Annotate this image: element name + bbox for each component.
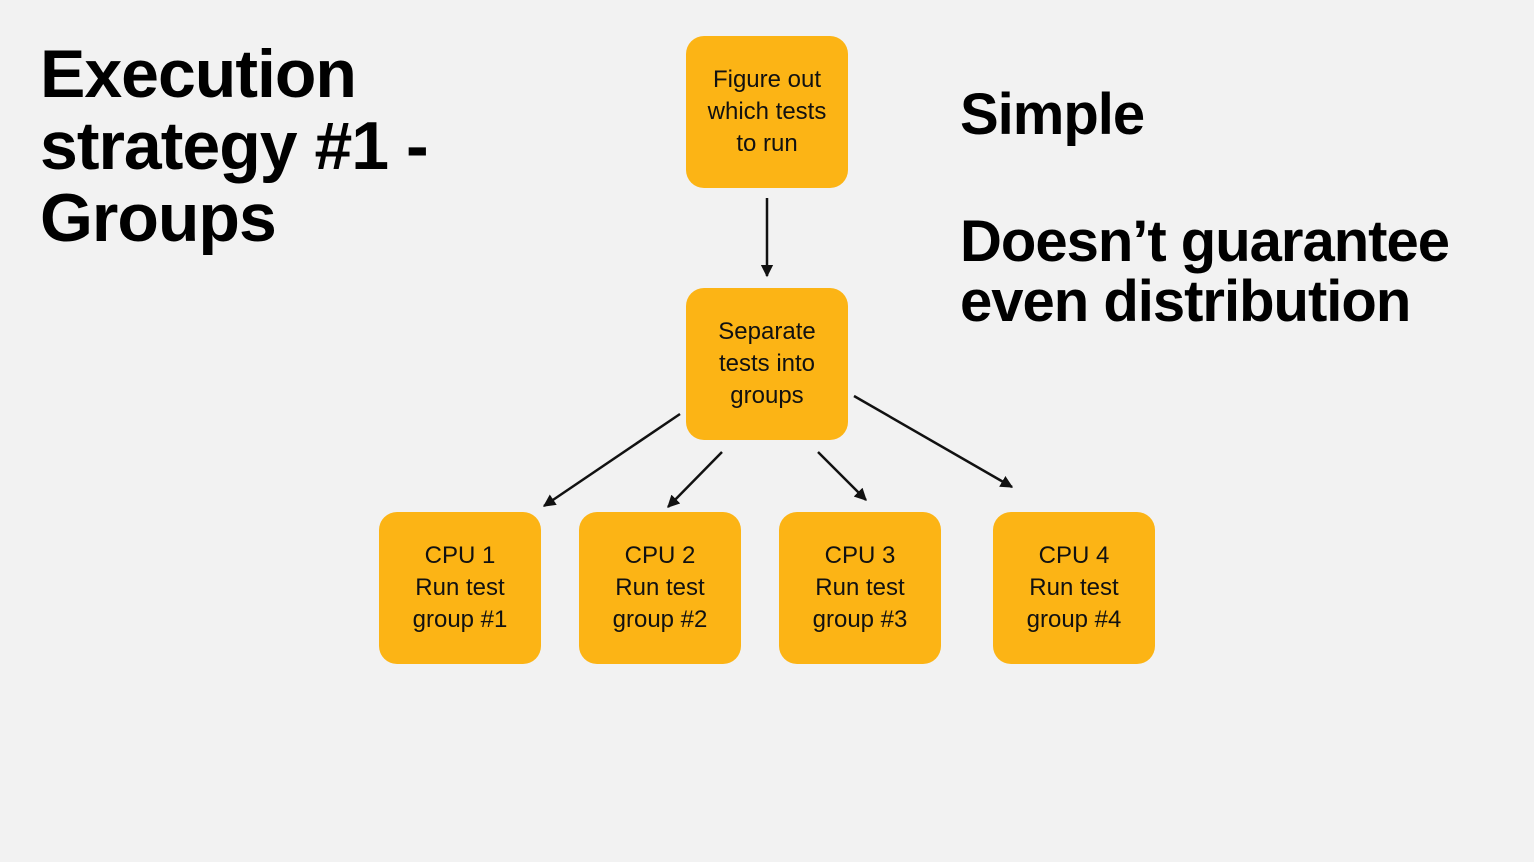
node-line: group #3 [812, 606, 908, 633]
point-line: Simple [960, 82, 1145, 147]
node-line: group #1 [412, 606, 508, 633]
edge-split-to-cpu1 [542, 412, 681, 508]
point-simple: Simple [960, 82, 1145, 148]
node-line: which tests [707, 98, 827, 125]
node-line: Run test [815, 574, 905, 601]
node-line: to run [736, 130, 798, 157]
node-cpu-1: CPU 1 Run test group #1 [379, 512, 541, 664]
node-separate-into-groups: Separate tests into groups [686, 288, 848, 440]
node-cpu-4: CPU 4 Run test group #4 [993, 512, 1155, 664]
node-line: Run test [615, 574, 705, 601]
edge-split-to-cpu3 [817, 451, 867, 501]
node-cpu-2: CPU 2 Run test group #2 [579, 512, 741, 664]
node-line: CPU 1 [424, 542, 496, 569]
node-line: Figure out [712, 66, 822, 93]
slide-title-line: strategy #1 - [40, 108, 429, 184]
slide-title-line: Groups [40, 180, 277, 256]
node-line: Run test [415, 574, 505, 601]
edge-split-to-cpu2 [667, 451, 723, 508]
node-line: groups [730, 382, 804, 409]
edge-split-to-cpu4 [853, 394, 1014, 489]
slide-title: Execution strategy #1 - Groups [40, 38, 540, 254]
point-line: Doesn’t guarantee [960, 209, 1450, 274]
node-line: CPU 3 [824, 542, 896, 569]
node-line: Separate [718, 318, 816, 345]
node-cpu-3: CPU 3 Run test group #3 [779, 512, 941, 664]
node-figure-out-tests: Figure out which tests to run [686, 36, 848, 188]
node-line: CPU 2 [624, 542, 696, 569]
node-line: CPU 4 [1038, 542, 1110, 569]
slide-title-line: Execution [40, 36, 357, 112]
node-line: group #4 [1026, 606, 1122, 633]
node-line: Run test [1029, 574, 1119, 601]
point-uneven-distribution: Doesn’t guarantee even distribution [960, 212, 1520, 332]
point-line: even distribution [960, 269, 1411, 334]
node-line: group #2 [612, 606, 708, 633]
node-line: tests into [718, 350, 816, 377]
